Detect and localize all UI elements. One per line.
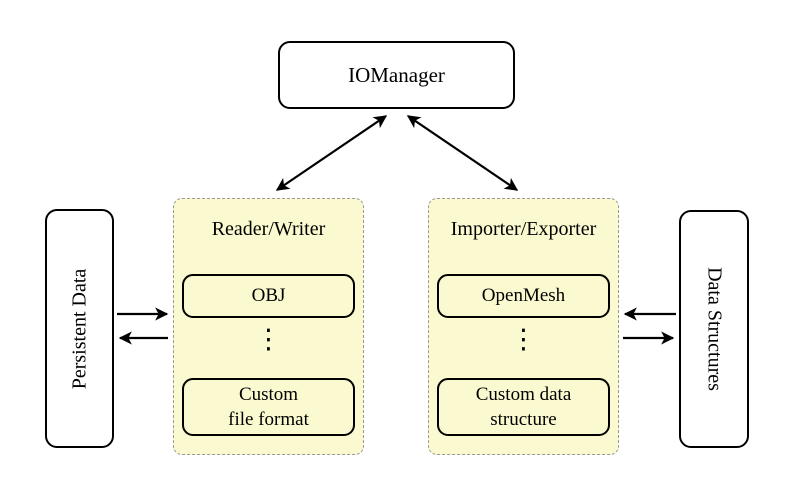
obj-node: OBJ — [182, 274, 355, 318]
data-structures-node: Data Structures — [679, 210, 749, 448]
importer-exporter-title: Importer/Exporter — [450, 218, 597, 240]
persistent-data-node: Persistent Data — [45, 209, 114, 448]
iomanager-label: IOManager — [348, 62, 445, 87]
data-structures-label: Data Structures — [703, 267, 726, 391]
custom-file-format-node: Custom file format — [182, 378, 355, 436]
vdots-reader-writer: ⋮ — [255, 324, 282, 355]
reader-writer-title: Reader/Writer — [211, 218, 326, 240]
reader-writer-group: Reader/Writer OBJ ⋮ Custom file format — [173, 198, 364, 455]
openmesh-node: OpenMesh — [437, 274, 610, 318]
iomanager-node: IOManager — [278, 41, 515, 109]
persistent-data-label: Persistent Data — [68, 268, 90, 389]
edge-iomanager-importerexporter — [406, 115, 519, 191]
edge-iomanager-readerwriter — [275, 115, 388, 191]
importer-exporter-group: Importer/Exporter OpenMesh ⋮ Custom data… — [428, 198, 619, 455]
custom-data-structure-node: Custom data structure — [437, 378, 610, 436]
vdots-importer-exporter: ⋮ — [510, 324, 537, 355]
